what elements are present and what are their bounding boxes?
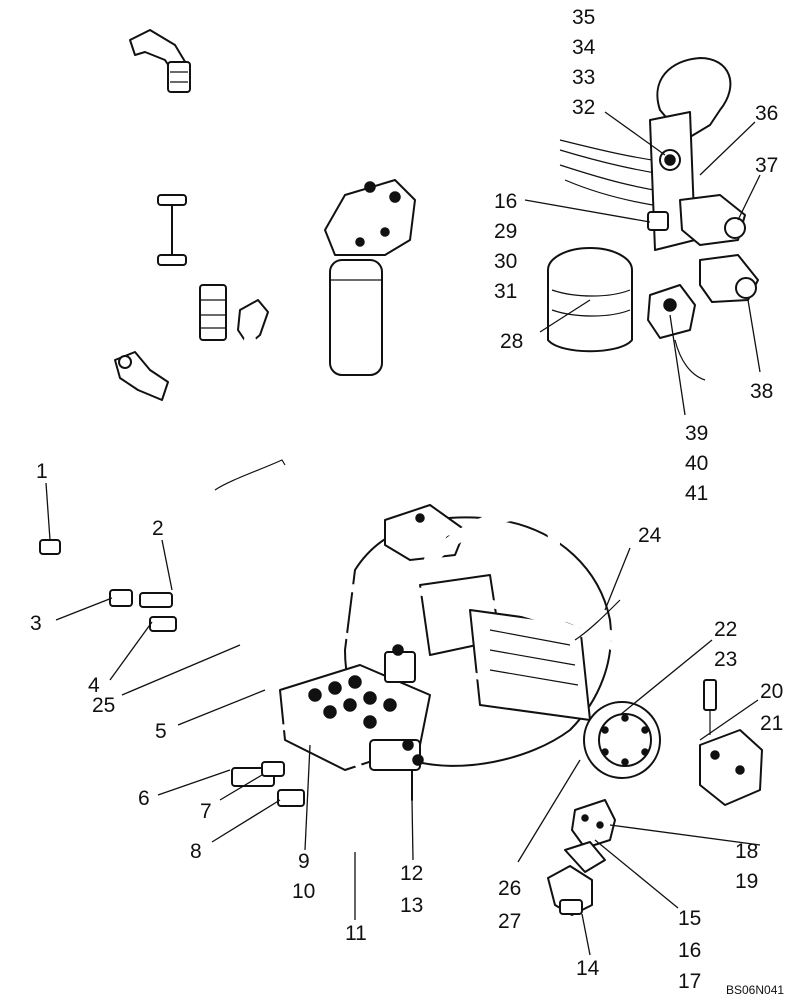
callout-37: 37 [755,154,778,177]
hose-center-left [195,334,336,596]
callout-16a: 16 [494,190,517,213]
hose-filter [294,224,413,526]
callout-8: 8 [190,840,202,863]
callout-40: 40 [685,452,708,475]
callout-18: 18 [735,840,758,863]
filter-assembly [324,179,416,376]
callout-39: 39 [685,422,708,445]
main-assembly [39,29,763,916]
end-cover-bolts [601,714,649,766]
callout-29: 29 [494,220,517,243]
callout-2: 2 [152,517,164,540]
callout-17: 17 [678,970,701,993]
small-manifold [571,799,616,849]
callout-5: 5 [155,720,167,743]
callout-35: 35 [572,6,595,29]
callout-labels: 1 2 3 4 25 5 6 7 8 9 10 11 12 13 24 22 2… [30,6,783,993]
callout-21: 21 [760,712,783,735]
callout-11: 11 [345,922,367,945]
callout-34: 34 [572,36,596,59]
small-link [157,194,187,266]
callout-7: 7 [200,800,212,823]
control-valve [279,644,431,771]
bottom-elbow [547,841,606,916]
callout-6: 6 [138,787,150,810]
callout-33: 33 [572,66,595,89]
mid-fittings-left [114,284,269,401]
callout-3: 3 [30,612,42,635]
callout-26: 26 [498,877,521,900]
valve-cluster-center [369,739,424,801]
drawing-reference: BS06N041 [726,983,784,997]
callout-14: 14 [576,957,600,980]
callout-15: 15 [678,907,701,930]
callout-13: 13 [400,894,423,917]
callout-32: 32 [572,96,595,119]
callout-30: 30 [494,250,517,273]
callout-24: 24 [638,524,662,547]
callout-25: 25 [92,694,115,717]
hose-left-fittings [39,539,624,693]
callout-4: 4 [88,674,100,697]
callout-28: 28 [500,330,523,353]
callout-12: 12 [400,862,423,885]
callout-22: 22 [714,618,737,641]
lower-tube [227,724,423,855]
callout-27: 27 [498,910,521,933]
callout-41: 41 [685,482,708,505]
callout-31: 31 [494,280,517,303]
callout-36: 36 [755,102,778,125]
valve-ports [308,675,397,729]
callout-9: 9 [298,850,310,873]
hose-top-left [163,73,347,587]
right-manifold [699,679,763,806]
callout-16b: 16 [678,939,701,962]
callout-23: 23 [714,648,737,671]
top-elbow-fitting [129,29,191,93]
hose-outer-loop [70,388,287,742]
inset-detail [547,57,759,381]
leader-lines [45,111,761,956]
callout-38: 38 [750,380,773,403]
callout-1: 1 [36,460,48,483]
callout-20: 20 [760,680,783,703]
callout-10: 10 [292,880,315,903]
callout-19: 19 [735,870,758,893]
